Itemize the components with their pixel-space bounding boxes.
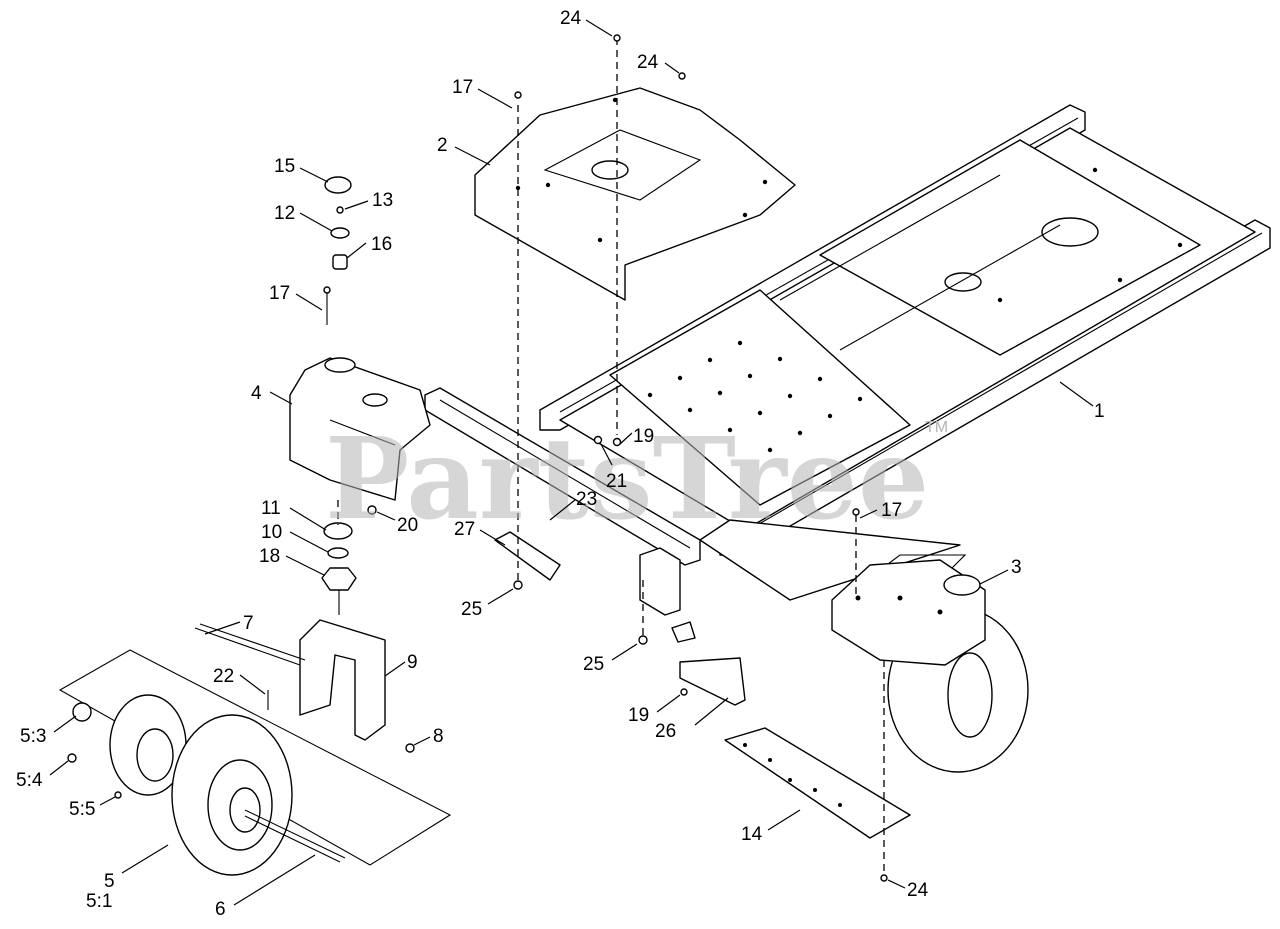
watermark-text: PartsTree [325, 414, 929, 545]
callout-label: 17 [452, 77, 473, 98]
callout-label: 5:5 [69, 799, 95, 820]
callout-label: 17 [269, 283, 290, 304]
callout-label: 26 [655, 721, 676, 742]
seat-mount-plate [474, 87, 796, 301]
callout-label: 9 [407, 652, 418, 673]
callout-label: 1 [1094, 401, 1105, 422]
front-wheel [58, 649, 452, 876]
callout-label: 22 [213, 666, 234, 687]
callout-label: 5:3 [20, 726, 46, 747]
callout-label: 25 [461, 599, 482, 620]
watermark: PartsTree TM [325, 414, 948, 545]
callout-label: 12 [274, 203, 295, 224]
small-brackets [494, 531, 911, 839]
callout-label: 19 [633, 426, 654, 447]
callout-label: 3 [1011, 557, 1022, 578]
callout-label: 2 [437, 135, 448, 156]
callout-label: 5 [104, 871, 115, 892]
watermark-trademark: TM [925, 419, 948, 436]
callout-label: 5:1 [86, 891, 112, 912]
callout-label: 27 [454, 519, 475, 540]
callout-label: 6 [215, 899, 226, 920]
callout-label: 23 [576, 489, 597, 510]
callout-label: 24 [560, 8, 582, 29]
callout-label: 11 [261, 498, 281, 519]
leader-lines [49, 19, 1094, 906]
pivot-housing [289, 357, 431, 501]
callout-label: 15 [274, 156, 295, 177]
callout-label: 18 [259, 546, 280, 567]
callout-label: 13 [372, 190, 393, 211]
callout-label: 5:4 [16, 770, 43, 791]
callout-label: 24 [907, 880, 929, 901]
callout-label: 21 [606, 471, 627, 492]
callout-label: 10 [261, 522, 282, 543]
main-frame [424, 104, 1271, 616]
callout-label: 4 [251, 383, 262, 404]
callout-label: 17 [881, 500, 902, 521]
assembly-lines [337, 38, 885, 875]
fasteners [323, 34, 888, 882]
callout-label: 14 [741, 824, 763, 845]
bushing-stack [321, 176, 377, 615]
callout-label: 7 [243, 613, 254, 634]
rear-caster [831, 554, 1029, 773]
callout-label: 24 [637, 52, 659, 73]
callout-label: 25 [583, 654, 604, 675]
callout-label: 16 [371, 234, 392, 255]
callout-label: 19 [628, 705, 649, 726]
callout-label: 20 [397, 515, 418, 536]
callout-label: 8 [433, 726, 444, 747]
callout-labels: 24 24 17 2 15 13 12 16 17 1 4 21 19 11 2… [16, 8, 1105, 920]
